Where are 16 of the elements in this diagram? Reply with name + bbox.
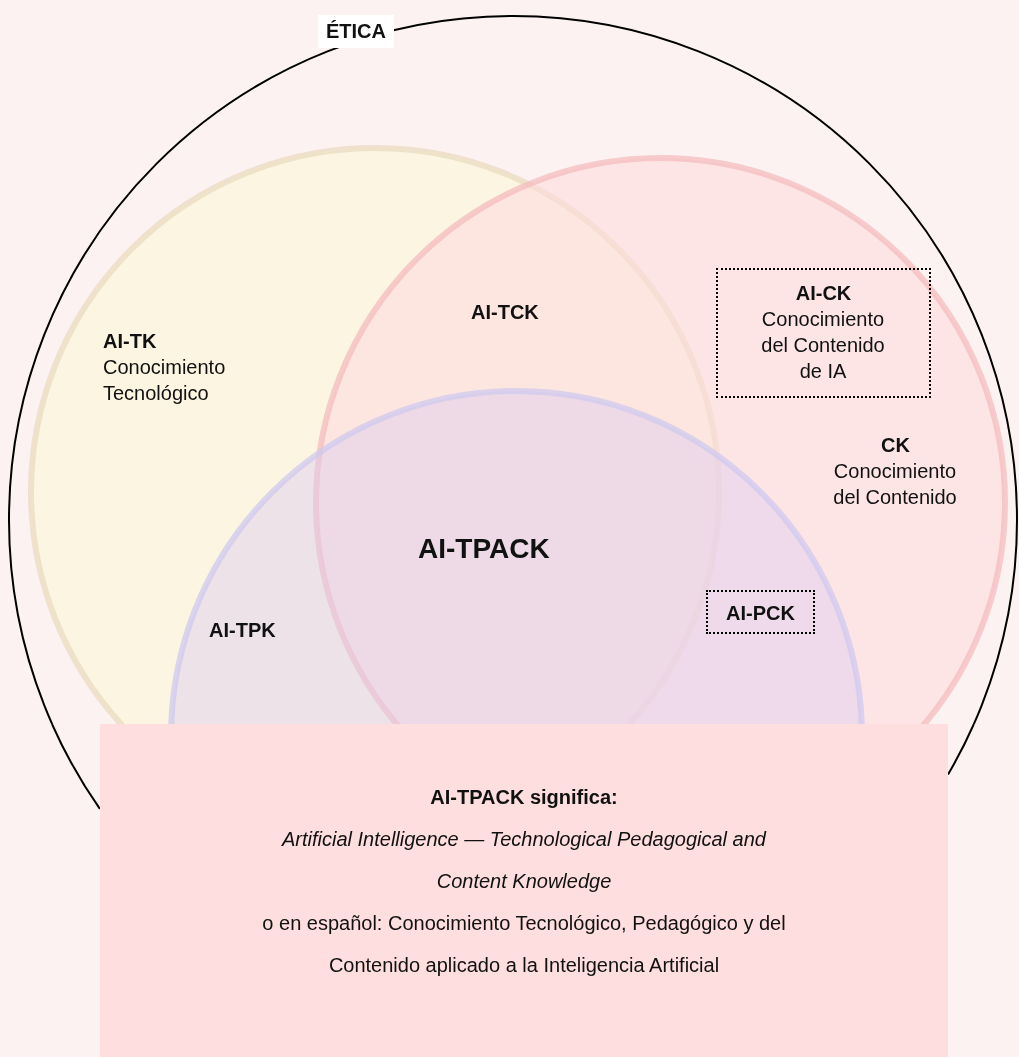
region-label: AI-TPK: [209, 618, 276, 643]
region-label: AI-TPACK: [418, 532, 550, 566]
dotted-box: [716, 268, 931, 398]
definition-panel: [100, 724, 948, 1057]
region-label: AI-TCK: [471, 300, 539, 325]
ethics-title: ÉTICA: [318, 15, 394, 48]
definition-heading: AI-TPACK significa:: [429, 785, 619, 810]
definition-text: o en español: Conocimiento Tecnológico, Pedagógico y del Contenido aplicado a la Inteligencia Artificial: [261, 911, 787, 978]
circle-description: Conocimiento Tecnológico: [103, 355, 227, 406]
circle-title: CK: [880, 433, 911, 458]
circle-title: AI-PCK: [725, 601, 796, 626]
circle-description: Conocimiento del Contenido: [832, 459, 958, 510]
circle-description: Conocimiento del Contenido de IA: [760, 307, 886, 384]
circle-title: AI-CK: [794, 281, 853, 306]
dotted-box: [706, 590, 815, 634]
circle-title: AI-TK: [103, 329, 158, 354]
